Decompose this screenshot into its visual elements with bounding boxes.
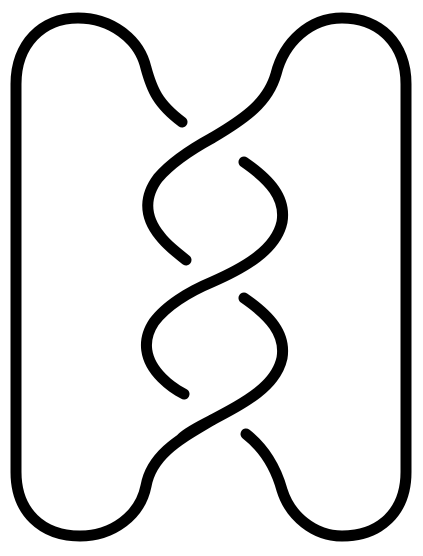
knot-strand-right-loop	[212, 18, 406, 536]
knot-strand-under-upper	[146, 162, 282, 394]
knot-strand-over-upper	[148, 138, 212, 260]
knot-strand-under-middle	[212, 298, 283, 420]
knot-strand-left-loop	[16, 18, 212, 536]
